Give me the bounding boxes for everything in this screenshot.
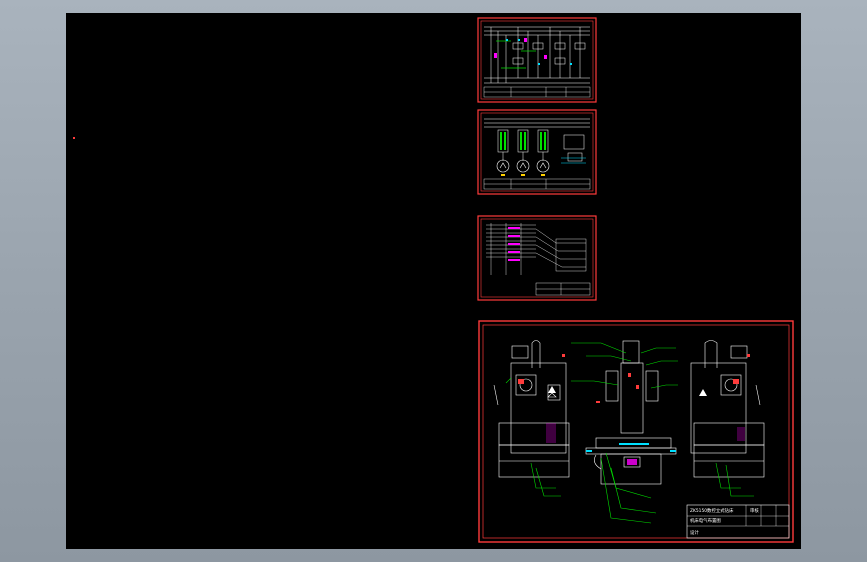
sheet-3-frame (477, 215, 597, 301)
right-view-hatch (737, 427, 745, 441)
right-view-leaders (715, 462, 754, 497)
sheet-1-frame (477, 17, 597, 103)
sheet-4-assembly-layout[interactable]: ZK5150数控立式钻床 机床电气布置图 设计 审核 (478, 320, 794, 543)
front-view-red-parts (596, 373, 639, 403)
left-side-view (493, 340, 570, 478)
right-side-view (690, 340, 765, 478)
front-view-leaders (571, 342, 678, 524)
title-block-line1: ZK5150数控立式钻床 (690, 507, 734, 514)
sheet-2-frame (477, 109, 597, 195)
title-block-designer: 设计 (690, 529, 699, 536)
sheet-2-motor-labels (501, 174, 545, 176)
sheet-4-frame (478, 320, 794, 543)
sheet-2-motor-circuit[interactable] (477, 109, 597, 195)
sheet-2-inner-frame (480, 112, 594, 192)
sheet-1-green-wires (496, 40, 536, 69)
sheet-2-breaker-markers (500, 132, 546, 150)
left-view-leaders (505, 377, 561, 497)
sheet-3-terminal-blocks (508, 227, 520, 261)
ucs-marker (73, 137, 75, 139)
sheet-2-control-circuit (561, 157, 586, 164)
title-block: ZK5150数控立式钻床 机床电气布置图 设计 审核 (686, 504, 790, 539)
sheet-1-terminal-markers (506, 39, 572, 65)
left-view-hatch (546, 423, 556, 443)
sheet-1-contact-markers (494, 38, 547, 59)
sheet-2-motors (496, 159, 550, 173)
front-view-blue-parts (586, 443, 676, 452)
sheet-1-circuit-lines (484, 26, 590, 84)
cad-viewport[interactable]: ZK5150数控立式钻床 机床电气布置图 设计 审核 (66, 13, 801, 549)
sheet-1-inner-frame (480, 20, 594, 100)
right-view-red-parts (733, 354, 750, 384)
sheet-3-wiring-grid (486, 223, 587, 275)
title-block-reviewer: 审核 (750, 507, 759, 514)
left-view-red-parts (518, 354, 565, 384)
motor-m2-icon (516, 159, 530, 173)
motor-m3-icon (536, 159, 550, 173)
sheet-2-legend-table (483, 178, 591, 190)
sheet-3-wiring-table[interactable] (477, 215, 597, 301)
left-view-warning-icon (548, 386, 556, 393)
sheet-3-inner-frame (480, 218, 594, 298)
right-view-warning-icon (699, 389, 707, 396)
sheet-1-electrical-schematic[interactable] (477, 17, 597, 103)
sheet-4-inner-frame (482, 324, 790, 539)
motor-m1-icon (496, 159, 510, 173)
sheet-3-legend-table (535, 282, 591, 296)
front-view-hatch (627, 459, 637, 465)
sheet-2-power-lines (484, 118, 590, 162)
sheet-1-legend-table (483, 86, 591, 98)
title-block-line2: 机床电气布置图 (690, 517, 721, 524)
cad-drawing-space: ZK5150数控立式钻床 机床电气布置图 设计 审核 (73, 17, 794, 543)
